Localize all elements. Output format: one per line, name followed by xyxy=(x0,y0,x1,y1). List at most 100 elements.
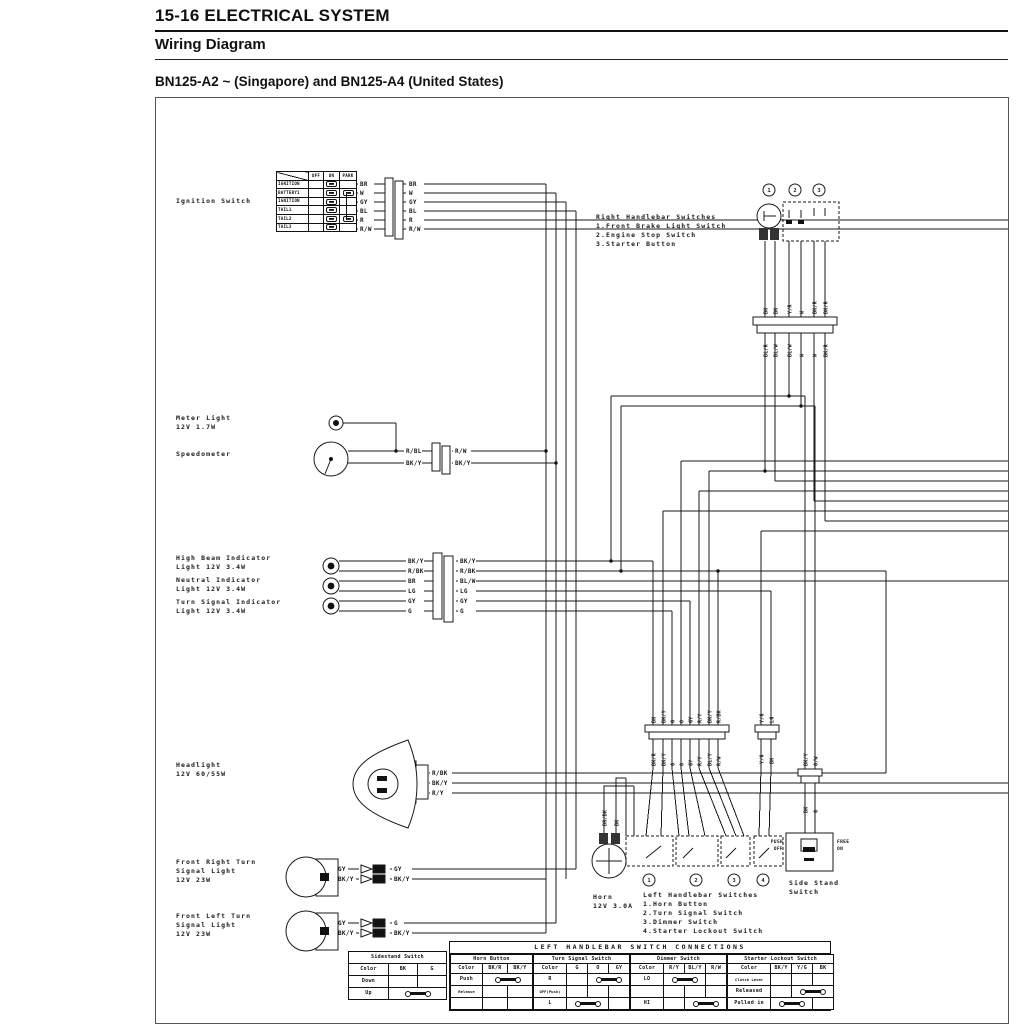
component-label: Front Right Turn xyxy=(176,858,256,866)
wire-label: BK xyxy=(615,820,621,826)
wire-label: BK/Y xyxy=(408,558,424,565)
right-switch-connector xyxy=(752,316,838,326)
right-switch-connector xyxy=(756,324,834,334)
wire-label: BK/R xyxy=(824,300,830,314)
page-title: 15-16 ELECTRICAL SYSTEM xyxy=(155,6,390,25)
turn-signal-switch-box xyxy=(675,835,719,867)
row-label: Down xyxy=(348,975,389,988)
component-label: Front Left Turn xyxy=(176,912,251,920)
component-label: 12V 1.7W xyxy=(176,423,216,431)
column-header: OFF xyxy=(308,171,324,181)
headlight-connector xyxy=(415,764,429,800)
wire-label: GY xyxy=(689,760,695,766)
switch-contacts xyxy=(798,220,804,224)
side-stand-position-label: ON xyxy=(837,846,843,852)
headlight-filament xyxy=(377,788,387,793)
wire-label: BK/Y xyxy=(394,930,410,937)
callout-circle xyxy=(727,873,741,887)
starter-lockout-switch-table: Starter Lockout Switch Color BK/Y Y/G BK… xyxy=(727,954,835,1010)
wire-label: R/Y xyxy=(698,756,704,766)
component-label: Meter Light xyxy=(176,414,231,422)
callout-circle xyxy=(788,183,802,197)
section-header: Starter Lockout Switch xyxy=(727,954,835,964)
wire-label: BL/W xyxy=(788,343,794,357)
component-label: Neutral Indicator xyxy=(176,576,261,584)
row-label: Clutch Lever xyxy=(727,973,772,986)
callout-number: 4 xyxy=(761,878,765,884)
component-label: 1.Horn Button xyxy=(643,900,708,908)
wire-label: R/Y xyxy=(698,713,704,723)
section-header: Dimmer Switch xyxy=(630,954,728,964)
contact-symbol xyxy=(326,181,337,188)
column-header: G xyxy=(416,963,448,976)
component-label: Speedometer xyxy=(176,450,231,458)
row-label: Release xyxy=(450,985,483,998)
wire-label: Y/G xyxy=(760,754,766,764)
meter-connector xyxy=(431,442,441,472)
ignition-wires xyxy=(356,183,1008,933)
wire-label: G/W xyxy=(814,756,820,766)
wire-label: BL/R xyxy=(764,343,770,357)
headlight-filament xyxy=(377,776,387,781)
wire-label: BL xyxy=(360,208,368,215)
wire-label: BK/Y xyxy=(455,460,471,467)
callout-circle xyxy=(642,873,656,887)
meter-light-bulb xyxy=(333,420,339,426)
right-switch-box xyxy=(782,201,840,242)
sidestand-switch-table: Sidestand Switch Color BK G Down Up xyxy=(347,951,448,1000)
component-label: Side Stand xyxy=(789,879,839,887)
wire-label: BK/Y xyxy=(662,710,668,723)
wire-label: GY xyxy=(338,920,346,927)
turn-indicator-bulb xyxy=(327,602,335,610)
component-label: Left Handlebar Switches xyxy=(643,891,758,899)
column-header: G xyxy=(566,963,589,974)
horn-button-table: Horn Button Color BK/R BK/Y Push Release xyxy=(449,954,534,1010)
component-label: Light 12V 3.4W xyxy=(176,607,246,615)
wire-label: BK xyxy=(652,717,658,723)
turn-signal-switch-table: Turn Signal Switch Color G O GY R OFF(Pu… xyxy=(533,954,631,1010)
wire-label: Y/R xyxy=(788,304,794,314)
wire-label: BK/Y xyxy=(460,558,476,565)
horn-button-box xyxy=(625,835,674,867)
column-header: Color xyxy=(727,963,772,974)
wire-label: BK/Y xyxy=(394,876,410,883)
wire-label: BL/Y xyxy=(708,753,714,766)
park-connection-line xyxy=(346,193,347,220)
wire-label: LG xyxy=(408,588,416,595)
switch-levers xyxy=(645,845,770,859)
callout-circle xyxy=(756,873,770,887)
wire-label: BK xyxy=(770,758,776,764)
divider xyxy=(155,30,1008,32)
row-label: IGNITION xyxy=(276,196,309,207)
wire-label: G xyxy=(814,810,820,813)
horn-terminal xyxy=(611,833,620,844)
wire-label: BK/Y xyxy=(432,780,448,787)
component-label: 1.Front Brake Light Switch xyxy=(596,222,726,230)
component-label: 3.Dimmer Switch xyxy=(643,918,718,926)
side-stand-position-label: FREE xyxy=(837,839,849,845)
row-label: TAIL3 xyxy=(276,222,309,233)
front-left-turn-bulb xyxy=(320,927,329,935)
callout-number: 2 xyxy=(793,188,796,194)
front-brake-switch-symbol xyxy=(763,211,776,221)
wire-label: LG xyxy=(770,717,776,723)
wiring-diagram-svg: 1 2 3 1 2 3 4 Ignition Switch Meter Ligh… xyxy=(176,177,1008,952)
wire-label: BL xyxy=(409,208,417,215)
wire-label: Y/G xyxy=(760,713,766,723)
column-header: Color xyxy=(450,963,483,974)
wire-label: BL/W xyxy=(774,343,780,357)
junction-dots xyxy=(394,394,803,573)
component-label: Light 12V 3.4W xyxy=(176,585,246,593)
wire-label: GY xyxy=(460,598,468,605)
wire-label: BK/R xyxy=(813,300,819,314)
wire-label: O xyxy=(680,720,686,723)
row-label: HI xyxy=(630,997,665,1010)
connection-symbol xyxy=(671,976,698,983)
wire-label: BR xyxy=(360,181,368,188)
wire-label: GY xyxy=(689,717,695,723)
wire-label: LG xyxy=(460,588,468,595)
indicator-connector xyxy=(443,555,454,623)
component-label: Ignition Switch xyxy=(176,197,251,205)
row-label: OFF(Push) xyxy=(533,985,568,998)
row-label: Push xyxy=(450,973,483,986)
